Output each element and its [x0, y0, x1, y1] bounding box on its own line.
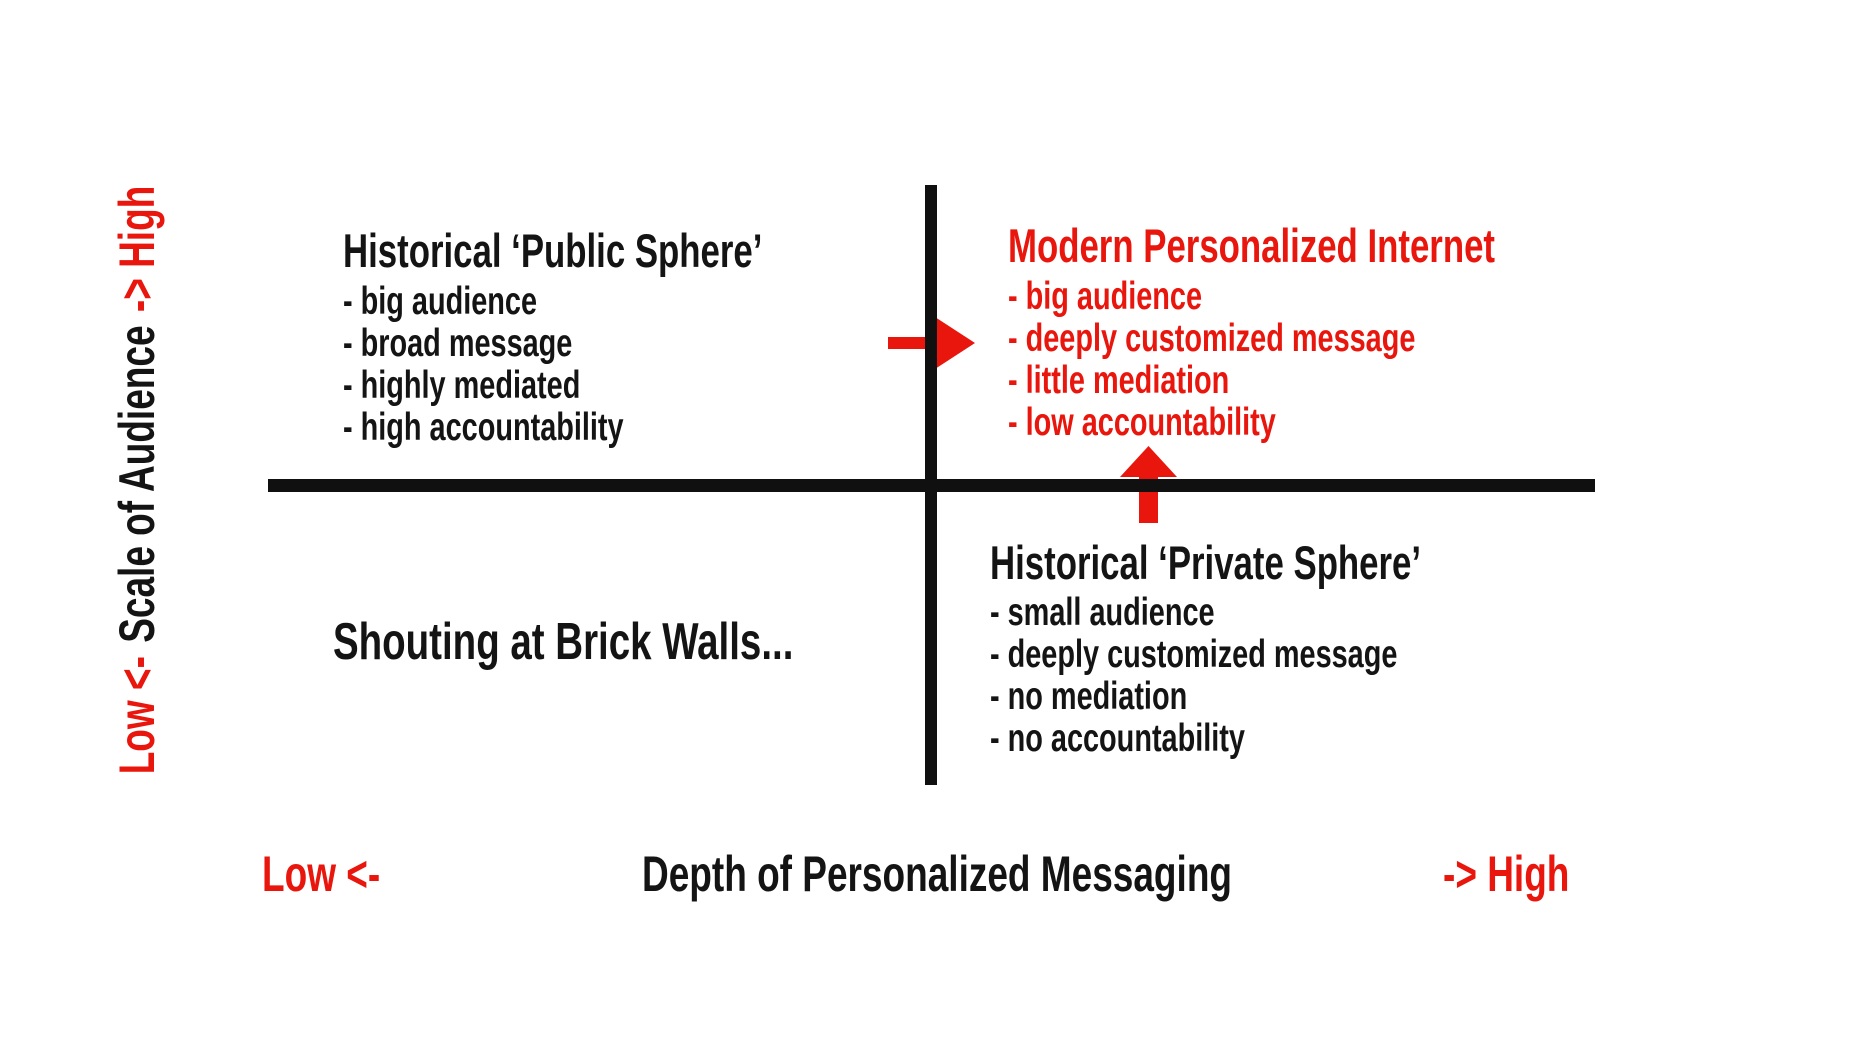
bullet-item: - high accountability: [343, 406, 624, 449]
quadrant-bottom-right: Historical ‘Private Sphere’ - small audi…: [990, 536, 1573, 760]
x-axis-high-label: -> High: [1443, 846, 1570, 902]
bullet-item: - no mediation: [990, 675, 1188, 718]
quadrant-bullet-list: - big audience - broad message - highly …: [343, 281, 624, 449]
quadrant-top-left: Historical ‘Public Sphere’ - big audienc…: [343, 224, 910, 449]
quadrant-title: Modern Personalized Internet: [1008, 219, 1496, 272]
y-axis-name: Scale of Audience: [109, 325, 165, 643]
y-axis-high-label: -> High: [109, 185, 165, 313]
bullet-item: - small audience: [990, 591, 1215, 634]
quadrant-bullet-list: - small audience - deeply customized mes…: [990, 592, 1397, 760]
quadrant-bullet-list: - big audience - deeply customized messa…: [1008, 276, 1415, 444]
bullet-item: - little mediation: [1008, 359, 1230, 402]
y-axis-low-label: Low <-: [109, 656, 165, 775]
bullet-item: - highly mediated: [343, 364, 581, 407]
bullet-item: - deeply customized message: [1008, 317, 1416, 360]
bullet-item: - deeply customized message: [990, 633, 1398, 676]
quadrant-title: Historical ‘Private Sphere’: [990, 536, 1422, 589]
x-axis-low-label: Low <-: [262, 846, 381, 902]
bullet-item: - no accountability: [990, 717, 1245, 760]
x-axis-title: Depth of Personalized Messaging: [641, 846, 1233, 902]
bullet-item: - big audience: [1008, 275, 1203, 318]
quadrant-title: Historical ‘Public Sphere’: [343, 224, 763, 277]
bullet-item: - big audience: [343, 280, 538, 323]
bullet-item: - low accountability: [1008, 401, 1276, 444]
y-axis-title: Low <- Scale of Audience -> High: [107, 147, 167, 813]
bullet-item: - broad message: [343, 322, 573, 365]
quadrant-bottom-left-caption: Shouting at Brick Walls...: [333, 613, 794, 671]
horizontal-axis-line: [268, 479, 1595, 492]
quadrant-top-right: Modern Personalized Internet - big audie…: [1008, 219, 1666, 444]
